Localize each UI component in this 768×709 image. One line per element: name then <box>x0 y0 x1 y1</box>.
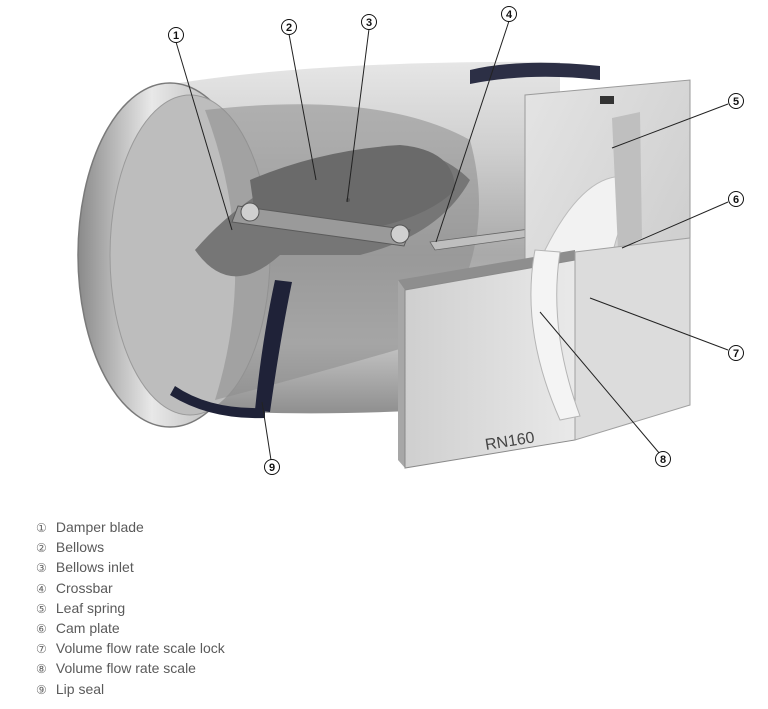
legend-item: ② Bellows <box>36 538 225 558</box>
legend-marker: ① <box>36 521 47 535</box>
legend-item: ⑧ Volume flow rate scale <box>36 659 225 679</box>
scale-box: RN160 <box>398 237 691 469</box>
svg-text:9: 9 <box>269 462 275 474</box>
legend-label: Bellows inlet <box>55 559 134 576</box>
parts-legend: ① Damper blade ② Bellows ③ Bellows inlet… <box>36 518 225 700</box>
legend-marker: ⑧ <box>36 662 47 677</box>
svg-text:7: 7 <box>733 348 739 360</box>
legend-label: Crossbar <box>55 579 113 596</box>
legend-marker: ② <box>36 541 47 556</box>
leader-lines <box>175 20 729 461</box>
legend-label: Lip seal <box>55 680 105 697</box>
svg-text:2: 2 <box>286 22 292 34</box>
legend-marker: ④ <box>36 581 47 596</box>
lip-seal <box>255 280 292 412</box>
callout-8: 8 <box>655 451 671 467</box>
legend-marker: ⑨ <box>36 682 47 697</box>
damper-diagram: RN160 1 2 3 4 5 6 7 8 <box>77 6 744 475</box>
legend-label: Volume flow rate scale lock <box>55 640 225 657</box>
callout-6: 6 <box>728 191 744 207</box>
callout-9: 9 <box>264 459 280 475</box>
callout-5: 5 <box>728 93 744 109</box>
legend-item: ④ Crossbar <box>36 579 225 599</box>
legend-item: ⑦ Volume flow rate scale lock <box>36 639 225 659</box>
legend-label: Leaf spring <box>55 599 126 616</box>
svg-text:3: 3 <box>366 17 372 29</box>
callout-3: 3 <box>361 14 377 30</box>
legend-item: ⑨ Lip seal <box>36 680 225 700</box>
legend-label: Cam plate <box>55 620 120 637</box>
callout-2: 2 <box>281 19 297 35</box>
legend-item: ① Damper blade <box>36 518 225 538</box>
svg-text:4: 4 <box>506 9 513 21</box>
callout-4: 4 <box>501 6 517 22</box>
svg-text:1: 1 <box>173 30 179 42</box>
legend-item: ⑥ Cam plate <box>36 619 225 639</box>
legend-marker: ⑥ <box>36 622 47 637</box>
legend-marker: ③ <box>36 561 47 576</box>
legend-label: Damper blade <box>55 519 144 535</box>
legend-label: Volume flow rate scale <box>55 660 196 677</box>
legend-item: ⑤ Leaf spring <box>36 599 225 619</box>
legend-item: ③ Bellows inlet <box>36 558 225 578</box>
callout-7: 7 <box>728 345 744 361</box>
damper-blade <box>195 145 470 277</box>
legend-marker: ⑦ <box>36 642 47 657</box>
svg-text:5: 5 <box>733 96 739 108</box>
callout-1: 1 <box>168 27 184 43</box>
legend-label: Bellows <box>55 539 105 556</box>
legend-marker: ⑤ <box>36 601 47 616</box>
svg-text:6: 6 <box>733 194 739 206</box>
svg-text:8: 8 <box>660 454 666 466</box>
